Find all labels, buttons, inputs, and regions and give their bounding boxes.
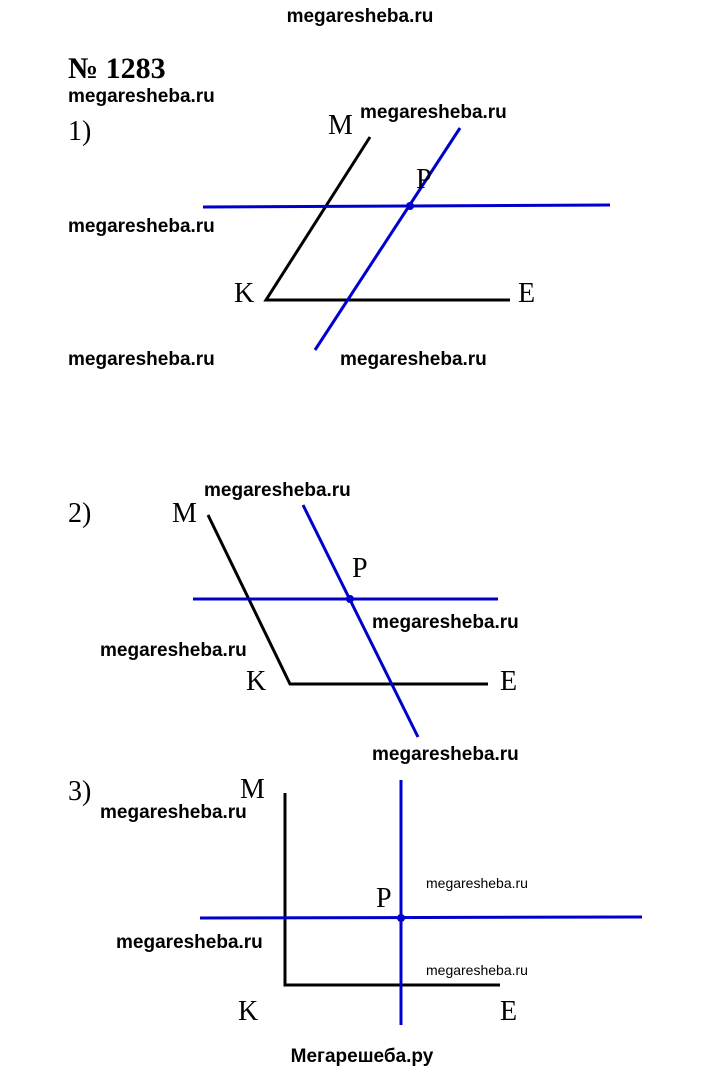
watermarks: megaresheba.ru megaresheba.ru megaresheb… xyxy=(68,86,528,978)
watermark: megaresheba.ru xyxy=(100,640,247,661)
watermark: megaresheba.ru xyxy=(116,932,263,953)
angle-mke xyxy=(263,136,510,302)
label-p: P xyxy=(376,883,392,914)
point-p xyxy=(406,202,414,210)
part-label: 1) xyxy=(68,116,91,147)
watermark: megaresheba.ru xyxy=(204,480,351,501)
watermark: megaresheba.ru xyxy=(68,216,215,237)
figure-1: 1) M P K E xyxy=(68,110,611,351)
label-p: P xyxy=(416,164,432,195)
label-k: K xyxy=(234,278,254,309)
point-p xyxy=(346,595,354,603)
label-p: P xyxy=(352,553,368,584)
part-label: 2) xyxy=(68,498,91,529)
label-e: E xyxy=(500,666,517,697)
point-p xyxy=(397,914,405,922)
label-k: K xyxy=(246,666,266,697)
header-site: megaresheba.ru xyxy=(287,6,434,27)
label-e: E xyxy=(500,996,517,1027)
label-k: K xyxy=(238,996,258,1027)
figure-2: 2) M P K E xyxy=(68,498,517,738)
parallel-line-to-ke xyxy=(199,915,643,920)
watermark: megaresheba.ru xyxy=(426,875,528,891)
label-m: M xyxy=(328,110,353,141)
part-label: 3) xyxy=(68,776,91,807)
label-e: E xyxy=(518,278,535,309)
angle-mke xyxy=(206,514,488,686)
watermark: megaresheba.ru xyxy=(340,349,487,370)
watermark: megaresheba.ru xyxy=(68,86,215,107)
watermark: megaresheba.ru xyxy=(100,802,247,823)
watermark: megaresheba.ru xyxy=(68,349,215,370)
watermark: megaresheba.ru xyxy=(360,102,507,123)
footer-site: Мегарешеба.ру xyxy=(291,1046,434,1067)
watermark: megaresheba.ru xyxy=(372,612,519,633)
parallel-line-to-km xyxy=(301,504,420,738)
label-m: M xyxy=(240,774,265,805)
angle-mke xyxy=(283,793,500,987)
problem-number: № 1283 xyxy=(68,52,166,85)
parallel-line-to-km xyxy=(313,127,462,351)
watermark: megaresheba.ru xyxy=(426,962,528,978)
label-m: M xyxy=(172,498,197,529)
watermark: megaresheba.ru xyxy=(372,744,519,765)
figure-3: 3) M P K E xyxy=(68,774,643,1027)
